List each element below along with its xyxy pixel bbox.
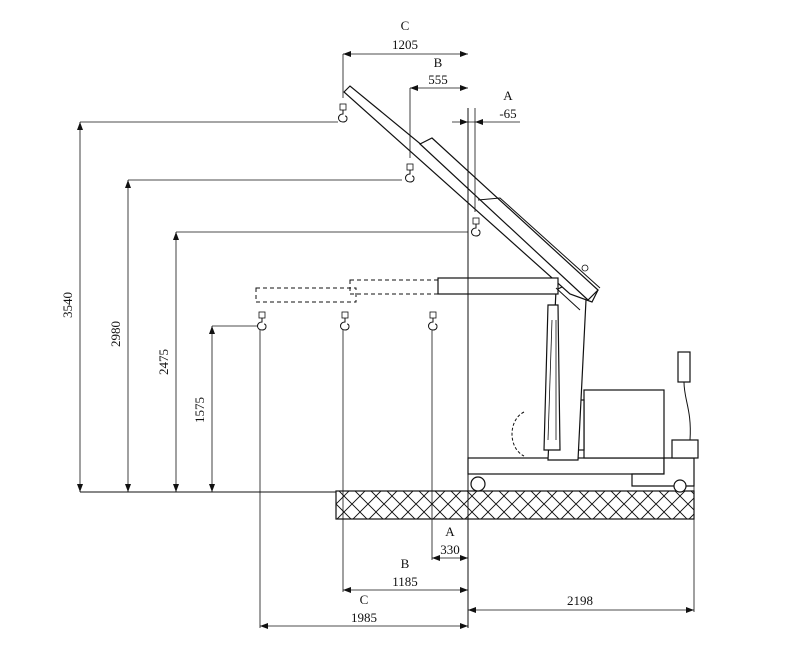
inclined-boom (338, 85, 601, 303)
bottom-c-value: 1985 (351, 610, 377, 625)
crane-base (467, 279, 699, 493)
base-length-value: 2198 (567, 593, 593, 608)
height-dim-1575: 1575 (192, 325, 258, 492)
top-a-value: -65 (499, 106, 516, 121)
horizontal-boom (255, 277, 581, 331)
height-2475: 2475 (156, 349, 171, 375)
top-c-letter: C (401, 18, 410, 33)
top-c-value: 1205 (392, 37, 418, 52)
top-a-letter: A (503, 88, 513, 103)
top-dim-b: B 555 (409, 55, 468, 158)
height-dim-2980: 2980 (108, 179, 402, 492)
ground-hatch (80, 490, 695, 520)
bottom-a-value: 330 (440, 542, 460, 557)
top-dim-c: C 1205 (342, 18, 468, 98)
hook-drop-lines (259, 330, 695, 628)
bottom-dim-c: C 1985 (260, 592, 468, 629)
height-dim-3540: 3540 (60, 121, 338, 492)
bottom-c-letter: C (360, 592, 369, 607)
top-dim-a: A -65 (452, 88, 520, 212)
top-b-value: 555 (428, 72, 448, 87)
top-b-letter: B (434, 55, 443, 70)
base-length-dim: 2198 (468, 593, 694, 613)
height-2980: 2980 (108, 321, 123, 347)
height-dim-2475: 2475 (156, 231, 468, 492)
bottom-b-letter: B (401, 556, 410, 571)
height-1575: 1575 (192, 397, 207, 423)
bottom-b-value: 1185 (392, 574, 418, 589)
height-3540: 3540 (60, 292, 75, 318)
bottom-dim-b: B 1185 (343, 556, 468, 593)
bottom-a-letter: A (445, 524, 455, 539)
bottom-dim-a: A 330 (432, 524, 468, 561)
